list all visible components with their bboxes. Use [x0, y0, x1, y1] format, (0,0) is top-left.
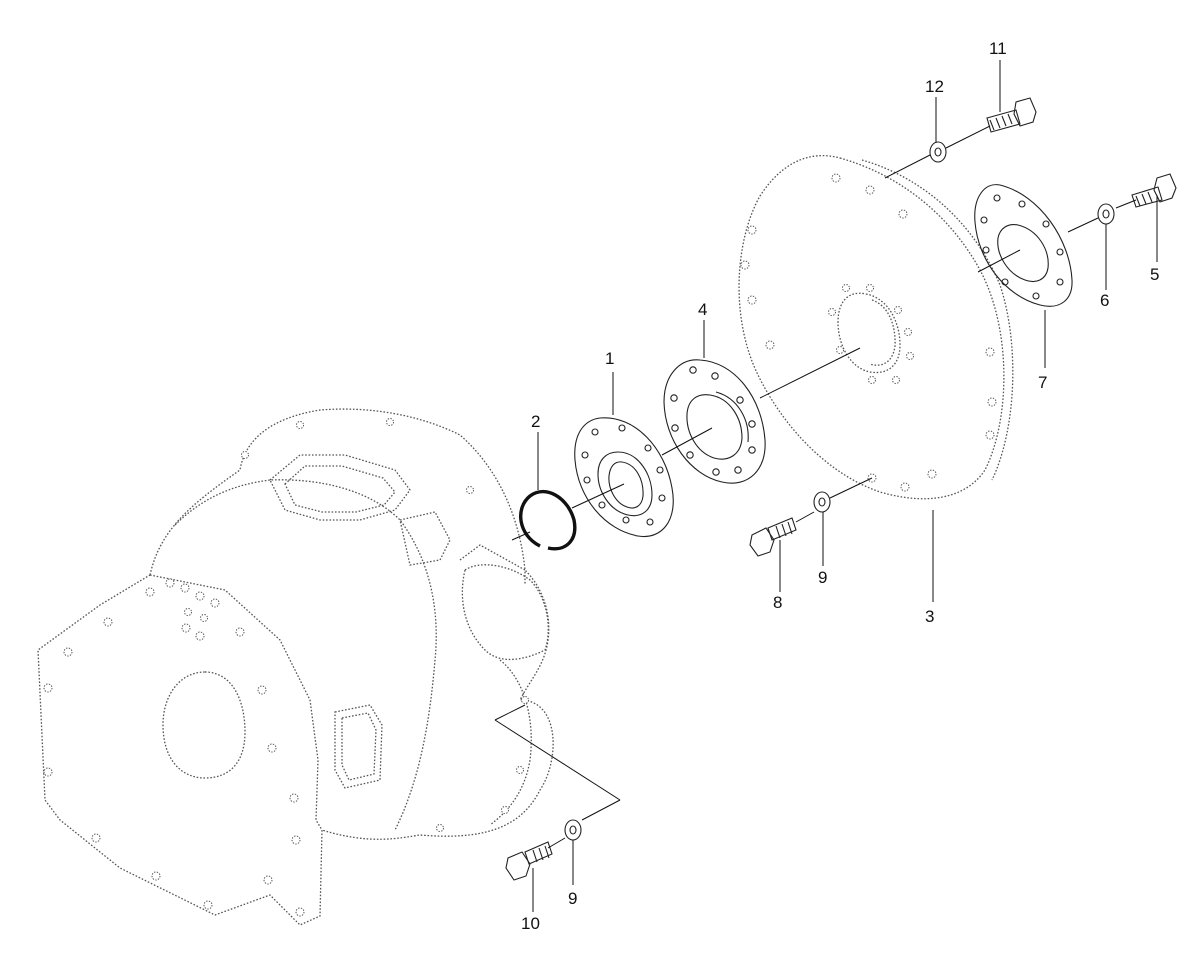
snap-ring-body	[519, 489, 577, 551]
flexplate-center-bore	[837, 292, 901, 374]
housing-inner-lip	[174, 479, 437, 831]
backing-plate-bore	[997, 224, 1049, 283]
flywheel-housing	[37, 408, 554, 926]
housing-rim	[489, 659, 532, 826]
adapter-plate-outer	[663, 359, 766, 484]
callout-leaders	[532, 60, 1158, 912]
callout-2: 2	[531, 412, 540, 431]
backing-plate-outer	[974, 184, 1073, 307]
callout-10: 10	[521, 914, 540, 933]
housing-top-pad	[269, 454, 411, 521]
washer-9-upper	[813, 491, 831, 513]
washer-9-lower	[564, 819, 582, 841]
callout-6: 6	[1100, 291, 1109, 310]
flexplate-outer-edge	[738, 154, 1005, 500]
flexplate-rim-thickness	[861, 159, 1014, 481]
adapter-plate-bore-lip	[715, 391, 749, 443]
washer-12	[929, 141, 947, 163]
callout-labels: 1 2 3 4 5 6 7 8 9 9 10 11 12	[521, 39, 1159, 933]
housing-bore-outline	[162, 671, 246, 779]
flexplate-bolt-holes	[740, 173, 997, 492]
housing-lower-window-inner	[341, 712, 377, 781]
callout-9-lower: 9	[568, 889, 577, 908]
housing-mounting-plate	[37, 574, 323, 926]
housing-bell-outline	[149, 408, 554, 840]
callout-7: 7	[1038, 373, 1047, 392]
snap-ring	[519, 489, 577, 551]
callout-9-upper: 9	[818, 568, 827, 587]
flexplate-center-bore-inner	[869, 299, 896, 366]
flexplate	[738, 154, 1014, 500]
callout-8: 8	[773, 593, 782, 612]
housing-boss	[461, 564, 549, 661]
backing-plate-holes	[980, 194, 1064, 300]
bolt-10	[505, 841, 553, 881]
hub-flange	[574, 417, 674, 538]
backing-plate	[974, 184, 1073, 307]
bolt-11	[986, 97, 1037, 133]
adapter-plate-bore	[686, 394, 743, 460]
hub-holes	[581, 424, 666, 526]
callout-5: 5	[1150, 265, 1159, 284]
callout-12: 12	[925, 77, 944, 96]
housing-lower-window	[334, 704, 383, 789]
callout-3: 3	[925, 607, 934, 626]
assembly-lines	[494, 125, 1137, 849]
housing-side-window	[399, 511, 451, 566]
housing-bolt-holes	[43, 418, 529, 917]
callout-1: 1	[605, 349, 614, 368]
hub-boss-inner	[608, 461, 644, 509]
callout-4: 4	[698, 300, 707, 319]
hub	[574, 417, 674, 538]
adapter-plate-holes	[670, 366, 756, 476]
washer-6	[1097, 203, 1115, 225]
housing-top-pad-inner	[284, 465, 396, 513]
adapter-plate	[663, 359, 766, 484]
bolt-5	[1131, 173, 1177, 208]
callout-11: 11	[989, 39, 1007, 58]
hub-boss-outer	[597, 451, 653, 517]
bolt-8	[749, 517, 797, 557]
